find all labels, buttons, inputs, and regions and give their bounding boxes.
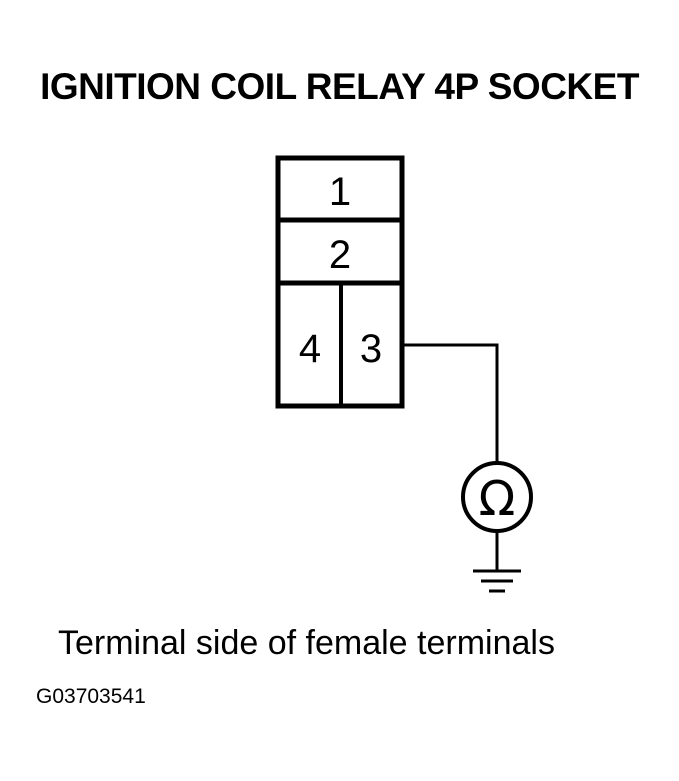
- diagram-title: IGNITION COIL RELAY 4P SOCKET: [40, 66, 639, 107]
- terminal-3-label: 3: [360, 327, 382, 371]
- ground-icon: [473, 569, 521, 593]
- terminal-2-label: 2: [329, 233, 351, 277]
- test-lead-wire: [402, 343, 499, 464]
- terminal-4-label: 4: [299, 327, 321, 371]
- relay-socket: [275, 155, 405, 409]
- figure-id: G03703541: [36, 685, 146, 708]
- ohm-symbol: Ω: [479, 471, 516, 527]
- ohmmeter-icon: Ω: [461, 461, 533, 533]
- terminal-1-label: 1: [329, 170, 351, 214]
- caption: Terminal side of female terminals: [58, 624, 555, 662]
